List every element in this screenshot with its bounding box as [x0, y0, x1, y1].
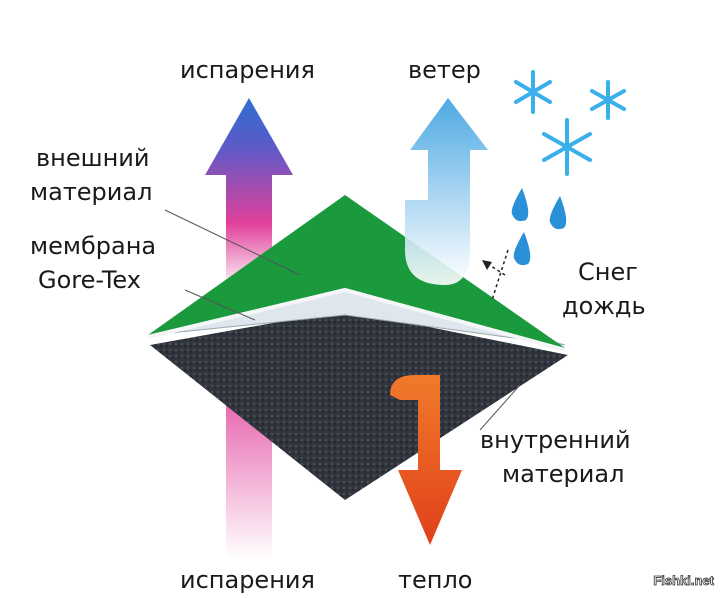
wind-arrow [405, 98, 488, 285]
membrane-label-1: мембрана [30, 232, 157, 260]
watermark: Fishki.net [653, 573, 714, 589]
snow-label: Снег [578, 258, 638, 286]
raindrop-icon [511, 188, 567, 266]
outer-material-layer [148, 195, 565, 348]
rain-label: дождь [562, 292, 646, 320]
inner-material-label-2: материал [502, 460, 625, 488]
heat-arrow [390, 375, 462, 545]
outer-material-label-2: материал [30, 178, 153, 206]
membrane-label-2: Gore-Tex [38, 266, 141, 294]
evaporation-label-bottom: испарения [180, 566, 315, 594]
outer-material-label-1: внешний [36, 144, 150, 172]
snowflake-icon [514, 70, 626, 176]
inner-material-layer [150, 310, 568, 500]
wind-label: ветер [408, 56, 481, 84]
evaporation-label-top: испарения [180, 56, 315, 84]
inner-material-label-1: внутренний [480, 426, 631, 454]
heat-label: тепло [398, 566, 473, 594]
evaporation-arrow-top [205, 98, 293, 290]
